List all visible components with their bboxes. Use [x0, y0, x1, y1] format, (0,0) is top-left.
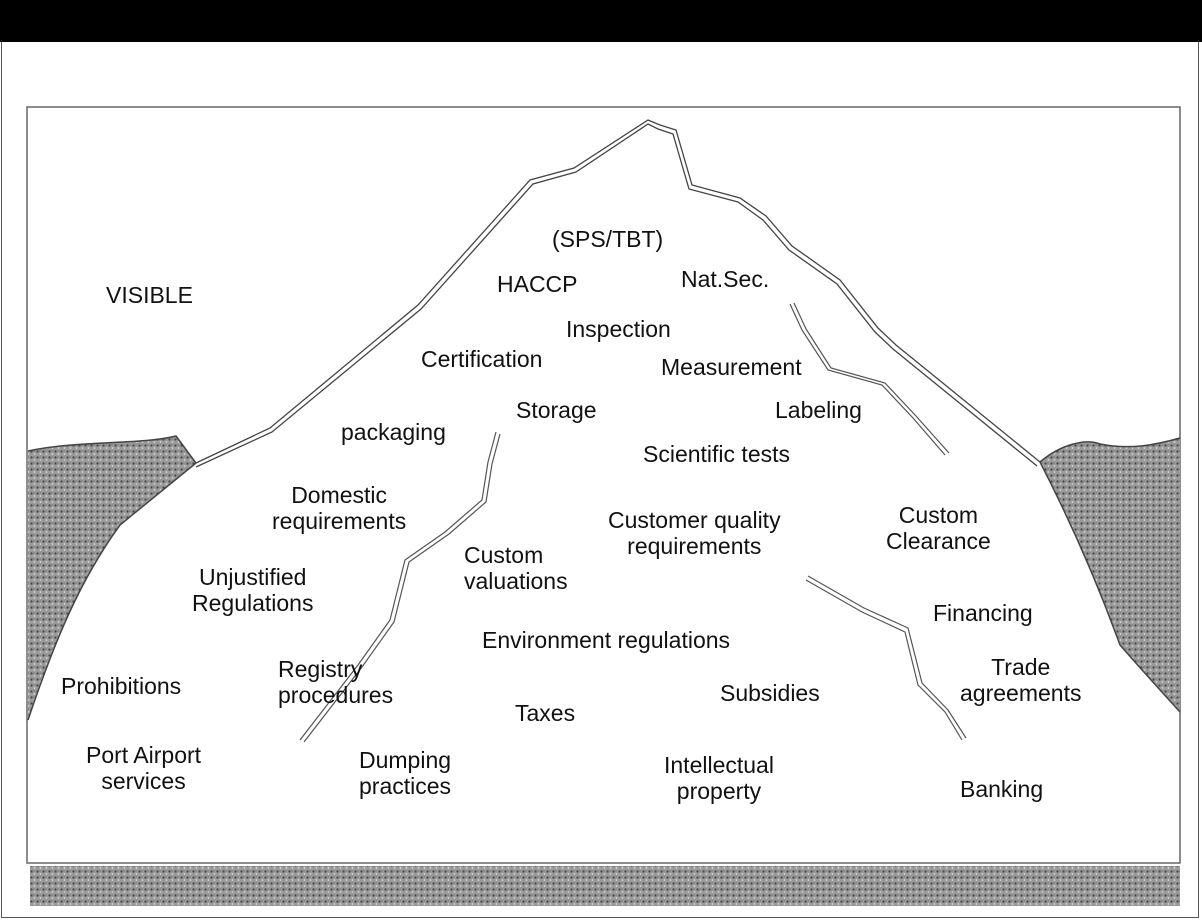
label-taxes: Taxes [515, 700, 576, 726]
label-environment-regulations: Environment regulations [482, 627, 731, 653]
iceberg-underwater-right [1039, 461, 1181, 713]
label-unjustified-regulations: Unjustified Regulations [192, 564, 314, 616]
crack-upper-right [789, 302, 950, 456]
label-financing: Financing [933, 600, 1033, 626]
water-bottom [30, 866, 1180, 906]
label-subsidies: Subsidies [720, 680, 820, 706]
label-banking: Banking [960, 776, 1044, 802]
label-custom-valuations: Custom valuations [464, 542, 568, 594]
iceberg-peak [195, 119, 1041, 468]
label-storage: Storage [516, 397, 597, 423]
label-custom-clearance: Custom Clearance [886, 502, 991, 554]
crack-lower-right [805, 575, 967, 741]
label-trade-agreements: Trade agreements [960, 654, 1082, 706]
label-nat-sec: Nat.Sec. [681, 266, 770, 292]
label-prohibitions: Prohibitions [61, 673, 182, 699]
outer-frame [1, 42, 1199, 918]
label-dumping-practices: Dumping practices [359, 747, 452, 799]
label-registry-procedures: Registry procedures [278, 656, 394, 708]
water-surface-right [1039, 437, 1181, 463]
label-scientific-tests: Scientific tests [643, 441, 790, 467]
iceberg-underwater-left [27, 462, 197, 721]
label-sps-tbt: (SPS/TBT) [552, 226, 664, 252]
label-inspection: Inspection [566, 316, 671, 342]
top-bar [0, 0, 1202, 42]
water-right [1040, 438, 1180, 712]
water-surface-left [27, 435, 197, 464]
label-labeling: Labeling [775, 397, 862, 423]
label-measurement: Measurement [661, 354, 802, 380]
label-packaging: packaging [341, 419, 446, 445]
label-customer-quality: Customer quality requirements [608, 507, 781, 559]
label-port-airport-services: Port Airport services [86, 742, 202, 794]
label-intellectual-property: Intellectual property [664, 752, 774, 804]
crack-center-left [299, 431, 501, 743]
label-certification: Certification [421, 346, 543, 372]
water-left [28, 436, 196, 720]
label-domestic-requirements: Domestic requirements [272, 482, 407, 534]
label-haccp: HACCP [497, 271, 578, 297]
label-visible: VISIBLE [106, 282, 193, 308]
